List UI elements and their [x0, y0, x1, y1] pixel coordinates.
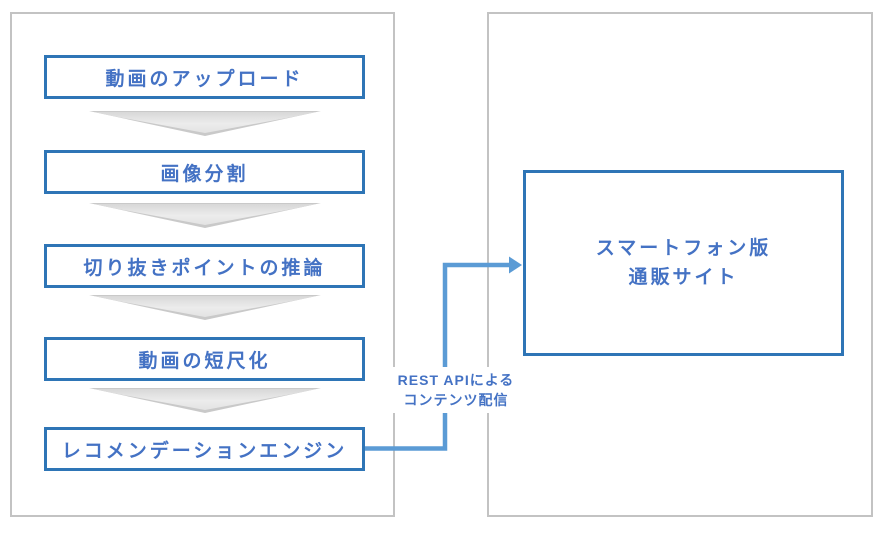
connector-label-line1: REST APIによる	[397, 372, 515, 388]
smartphone-site-line2: 通販サイト	[628, 267, 739, 288]
connector-label-line2: コンテンツ配信	[403, 392, 509, 408]
step-box-recommendation-engine: レコメンデーションエンジン	[44, 427, 365, 471]
smartphone-site-box: スマートフォン版 通販サイト	[523, 170, 844, 356]
step-box-video-shortening: 動画の短尺化	[44, 337, 365, 381]
step-box-video-upload: 動画のアップロード	[44, 55, 365, 99]
step-box-image-split: 画像分割	[44, 150, 365, 194]
connector-label: REST APIによる コンテンツ配信	[382, 367, 530, 413]
smartphone-site-line1: スマートフォン版	[595, 238, 772, 259]
step-box-crop-point-inference: 切り抜きポイントの推論	[44, 244, 365, 288]
